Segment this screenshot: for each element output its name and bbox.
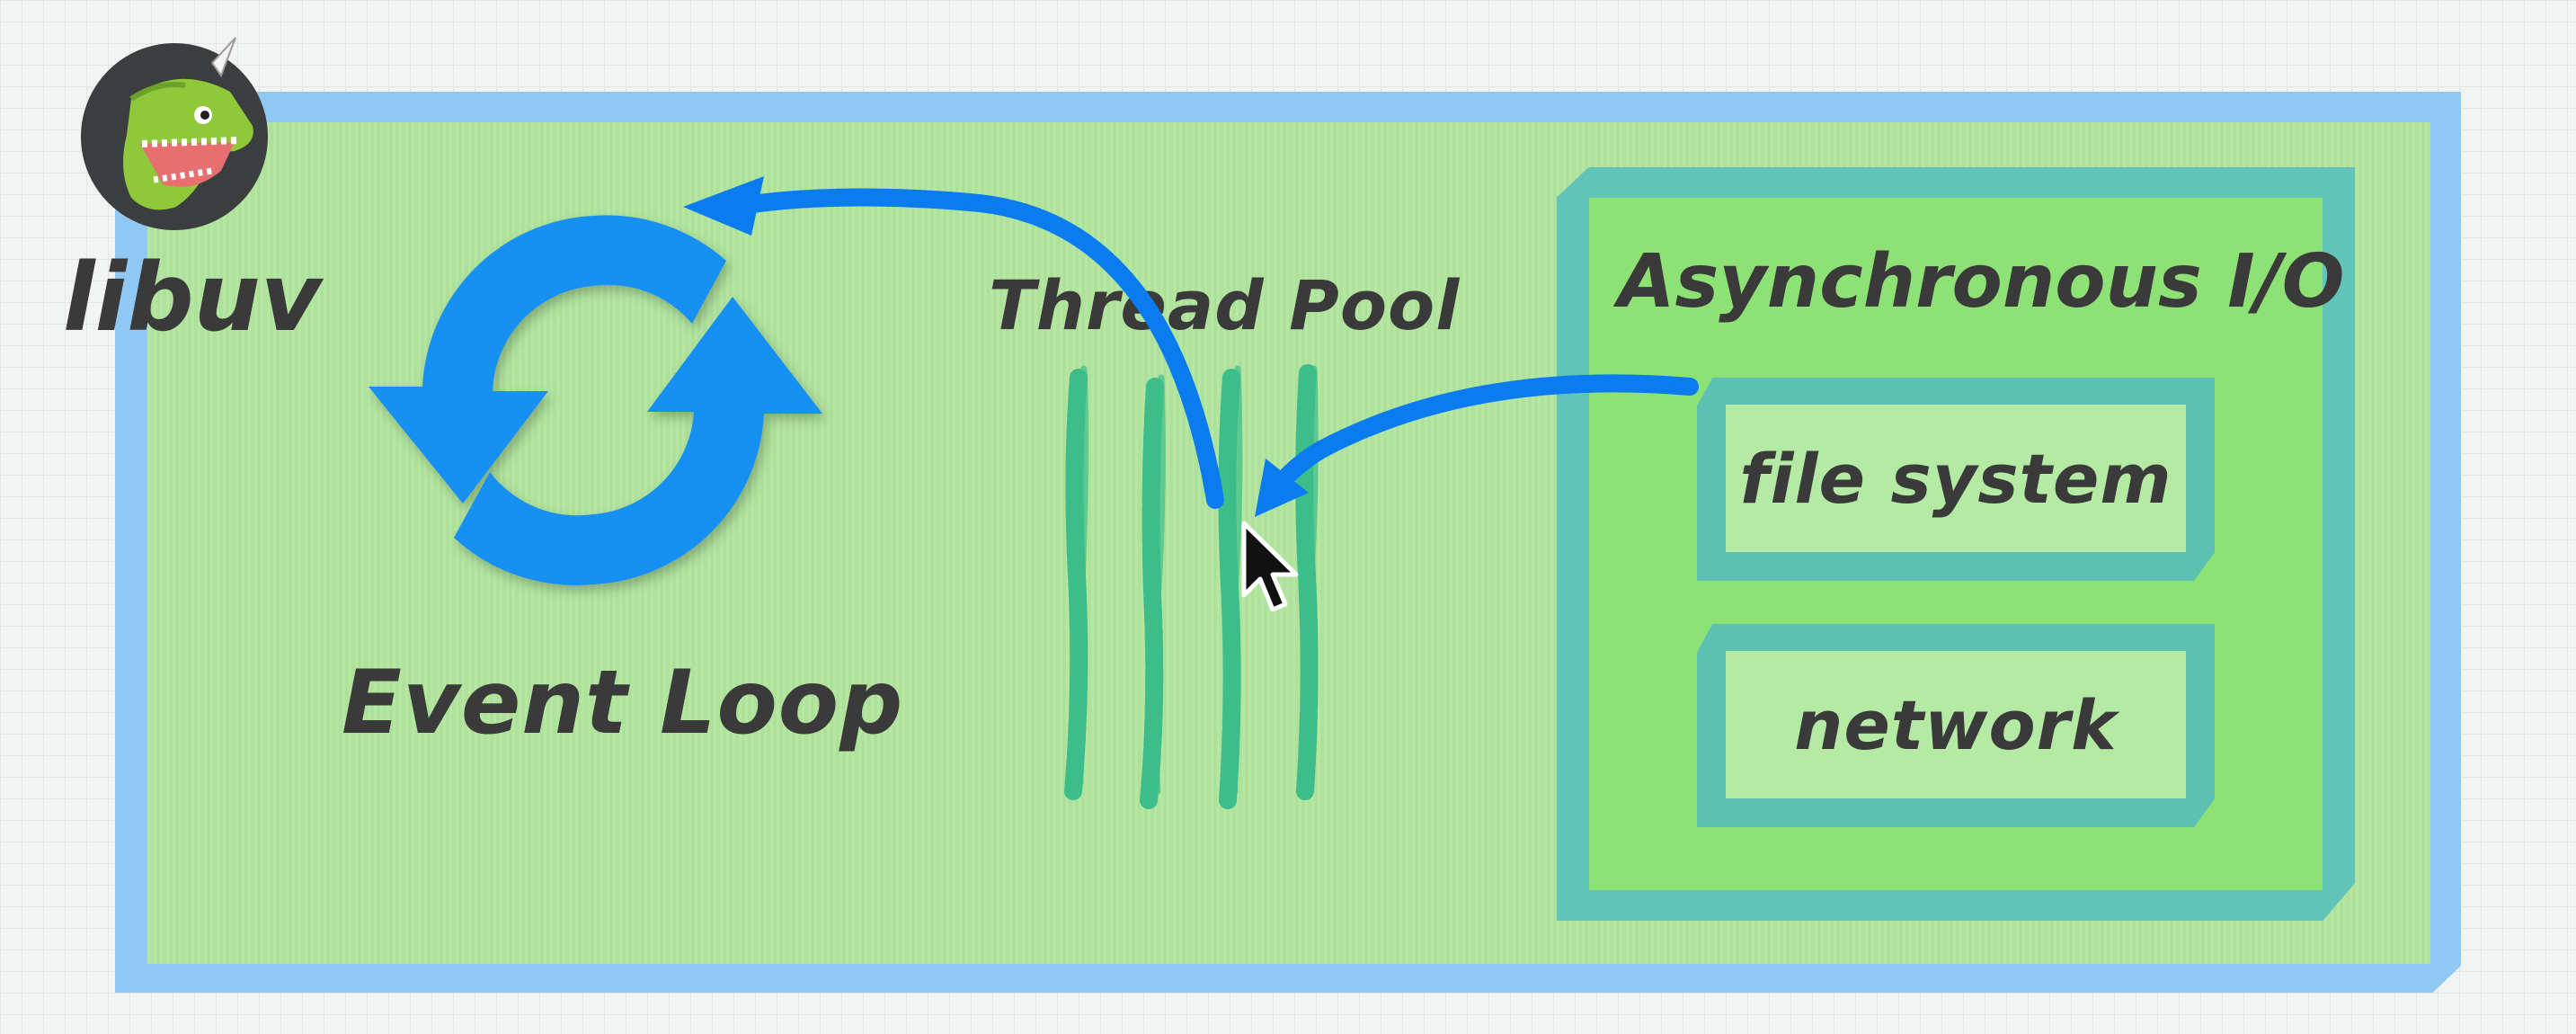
network-label: network <box>1794 684 2118 765</box>
refresh-cycle-icon <box>369 207 836 602</box>
event-loop-label: Event Loop <box>342 652 904 754</box>
file-system-label: file system <box>1739 438 2172 519</box>
file-system-box-inner: file system <box>1726 405 2186 552</box>
thread-pool-label: Thread Pool <box>989 265 1461 345</box>
libuv-title: libuv <box>63 243 322 352</box>
mouse-pointer-icon <box>1240 520 1303 617</box>
async-io-label: Asynchronous I/O <box>1618 239 2345 325</box>
network-box-inner: network <box>1726 651 2186 798</box>
dinosaur-unicorn-logo <box>77 36 271 230</box>
